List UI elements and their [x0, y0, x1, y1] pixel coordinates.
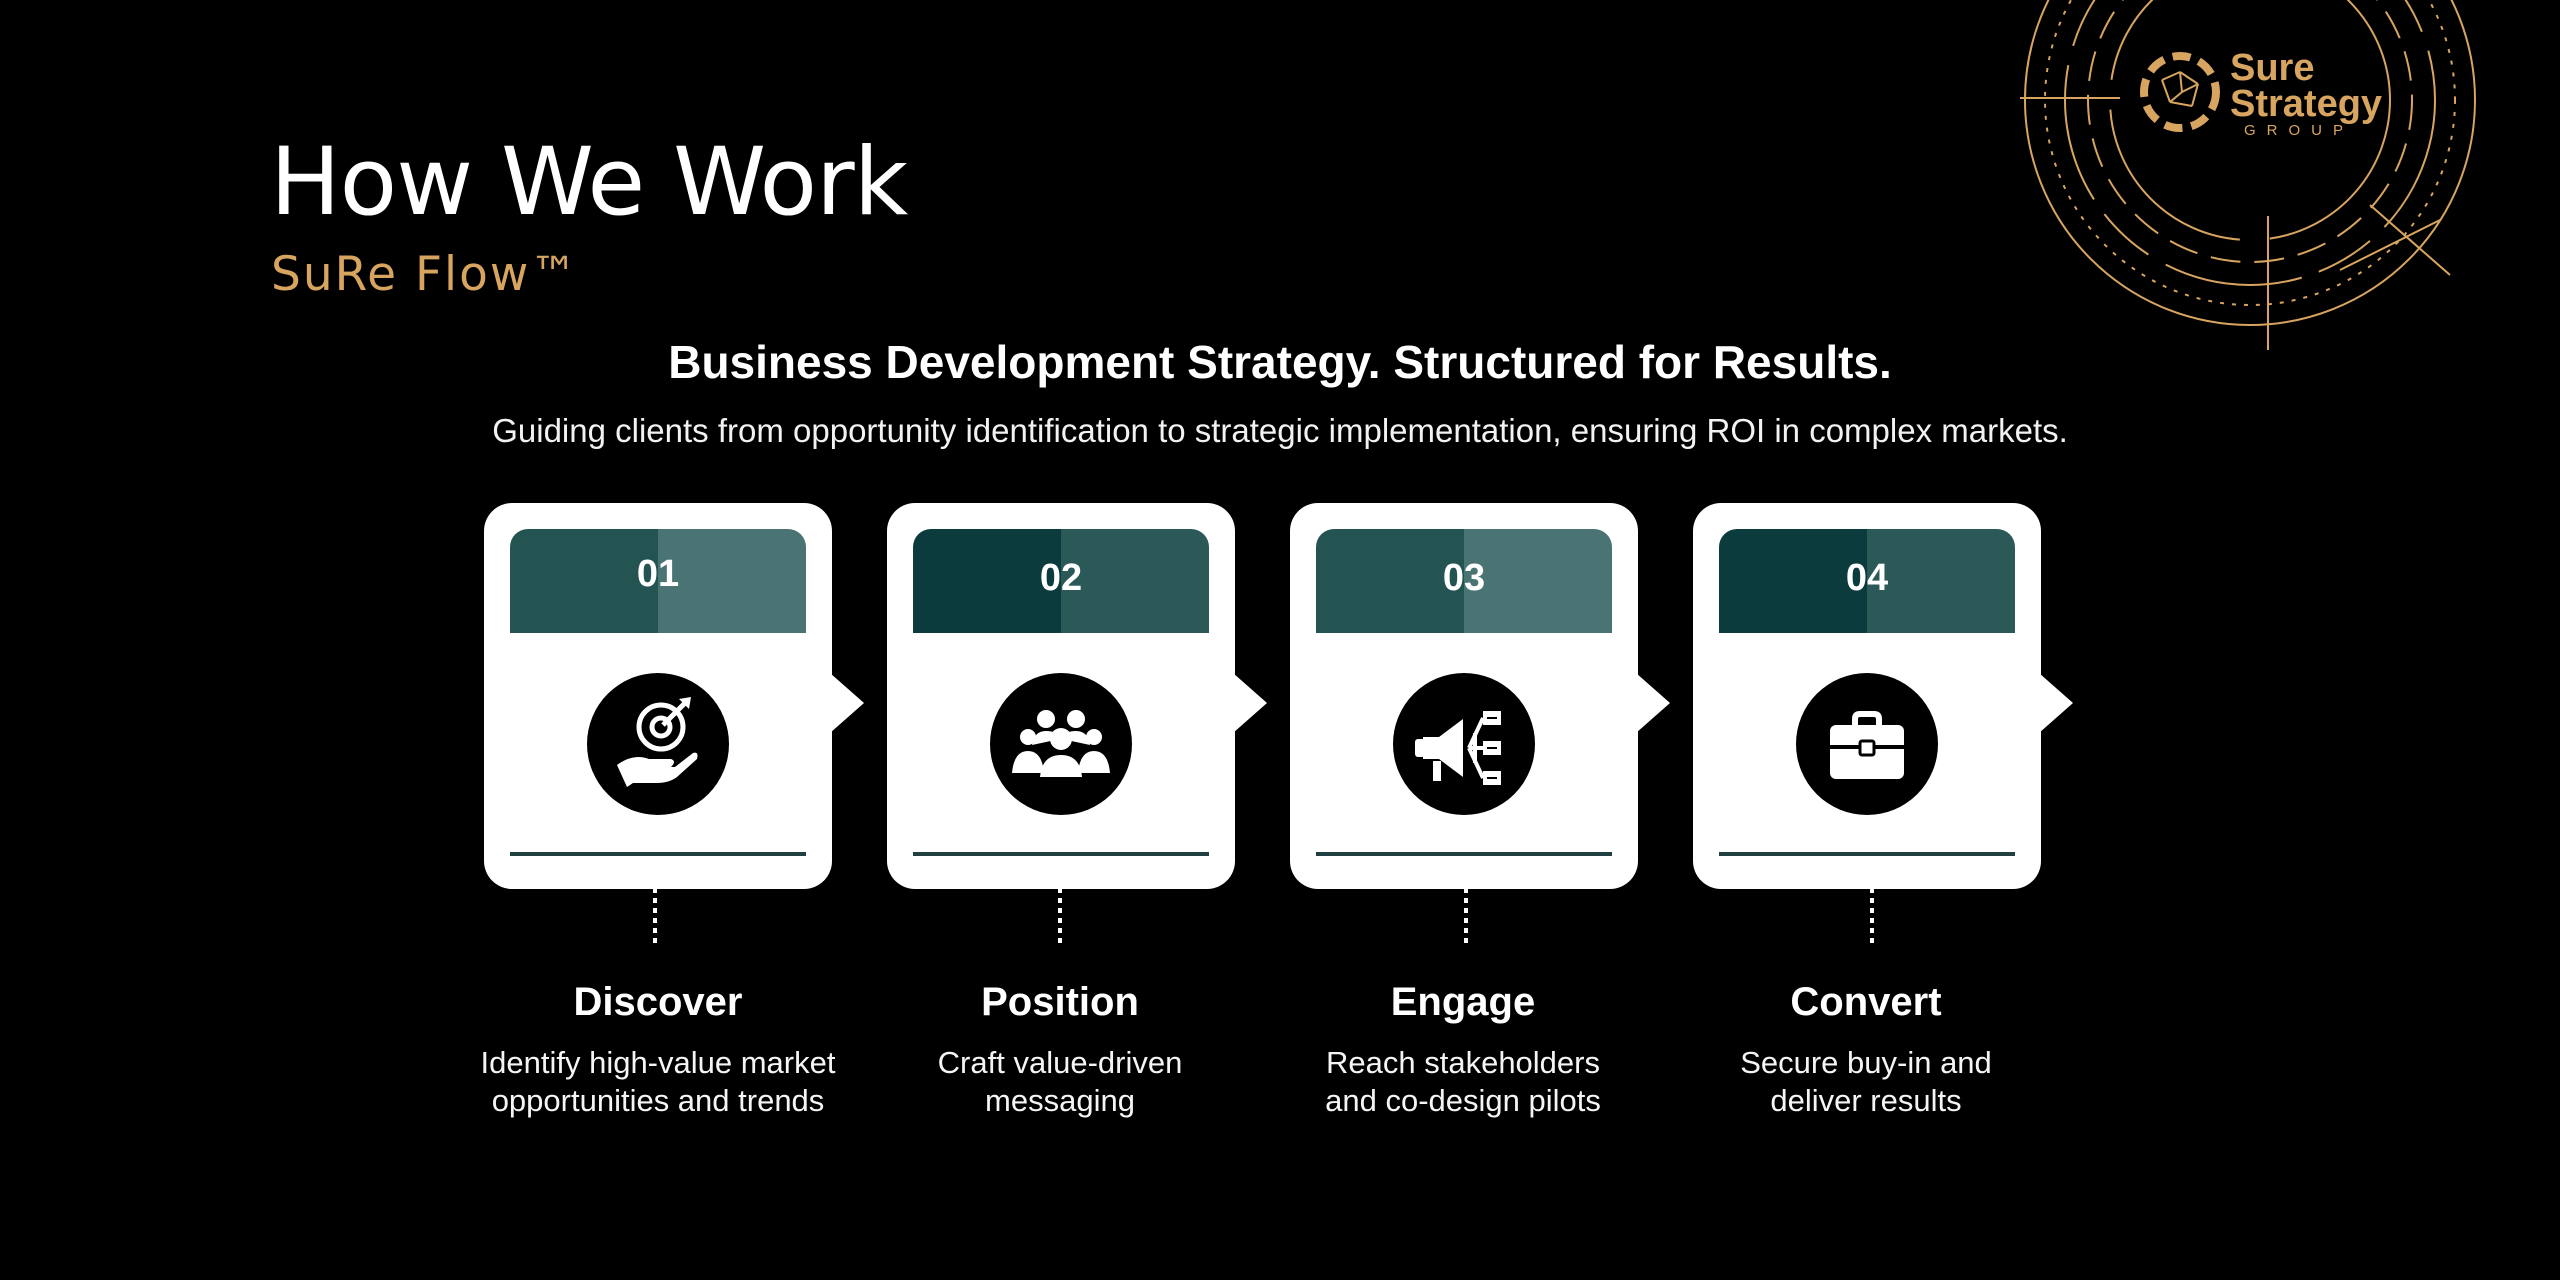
step-title-discover: Discover [573, 980, 743, 1024]
step-desc-engage: Reach stakeholders and co-design pilots [1325, 1045, 1601, 1118]
step-desc-discover: Identify high-value market opportunities… [480, 1045, 836, 1118]
section-tagline: Guiding clients from opportunity identif… [492, 412, 2068, 449]
card-header-band [1316, 529, 1612, 633]
target-hand-icon [587, 673, 729, 815]
card-arrow [1233, 673, 1267, 733]
connector-dots [1058, 888, 1062, 946]
card-divider [1719, 852, 2015, 856]
logo-line-sure: Sure [2230, 47, 2315, 89]
connector-dots [1464, 888, 1468, 946]
logo-rings-icon [2020, 0, 2476, 350]
connector-dots [653, 888, 657, 946]
briefcase-icon [1796, 673, 1938, 815]
step-desc-convert: Secure buy-in and deliver results [1740, 1045, 1992, 1118]
logo-line-strategy: Strategy [2230, 83, 2383, 125]
page-title: How We Work [270, 128, 908, 237]
step-number: 01 [636, 553, 680, 595]
step-title-position: Position [981, 980, 1139, 1024]
team-icon [990, 673, 1132, 815]
step-title-engage: Engage [1390, 980, 1536, 1024]
card-arrow [830, 673, 864, 733]
step-card-discover: 01 [484, 503, 864, 889]
step-number: 04 [1845, 557, 1889, 599]
card-header-band [1719, 529, 2015, 633]
card-arrow [2039, 673, 2073, 733]
card-header-band [913, 529, 1209, 633]
card-divider [510, 852, 806, 856]
card-header-band [510, 529, 806, 633]
logo-line-group: GROUP [2244, 122, 2355, 139]
card-arrow [1636, 673, 1670, 733]
card-divider [913, 852, 1209, 856]
section-headline: Business Development Strategy. Structure… [668, 336, 1892, 388]
brand-logo: Sure Strategy GROUP [2010, 0, 2510, 360]
step-number: 02 [1039, 557, 1083, 599]
step-title-convert: Convert [1790, 980, 1942, 1024]
step-card-position: 02 [887, 503, 1267, 889]
megaphone-icon [1393, 673, 1535, 815]
step-number: 03 [1442, 557, 1486, 599]
page-subtitle: SuRe Flow™ [271, 247, 580, 302]
connector-dots [1870, 888, 1874, 946]
step-card-convert: 04 [1693, 503, 2073, 889]
card-divider [1316, 852, 1612, 856]
logo-wordmark: Sure Strategy GROUP [2230, 47, 2383, 140]
step-desc-position: Craft value-driven messaging [937, 1045, 1183, 1118]
step-card-engage: 03 [1290, 503, 1670, 889]
